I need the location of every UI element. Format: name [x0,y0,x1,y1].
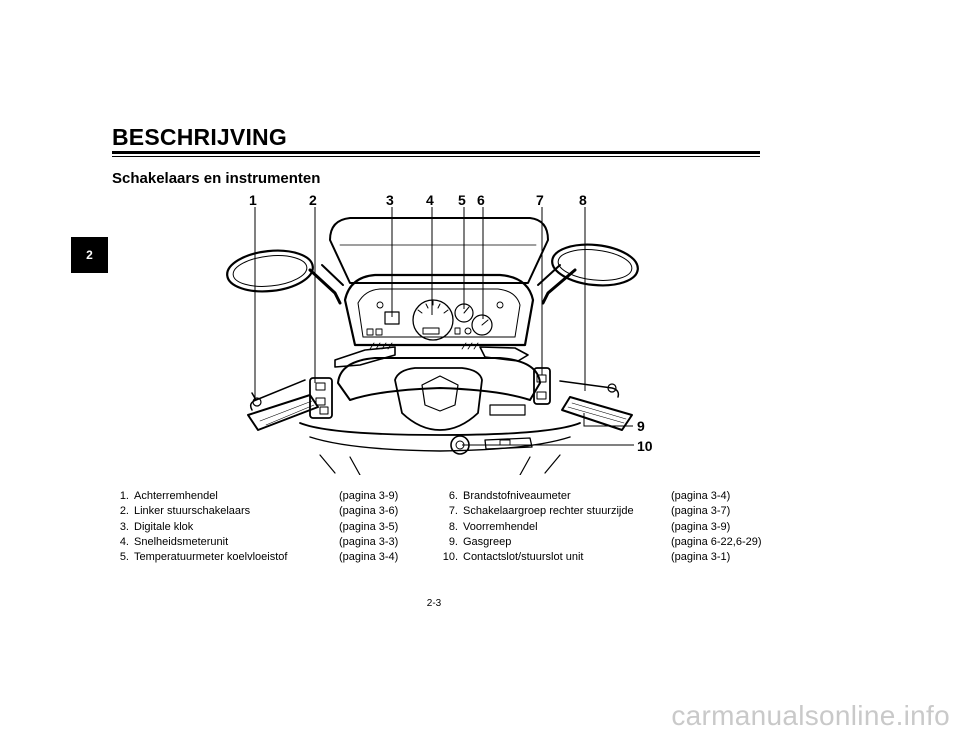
left-mirror [226,249,314,293]
callout-8: 8 [579,192,587,208]
windshield [329,217,549,284]
legend-label: Voorremhendel [463,520,538,533]
page-number: 2-3 [426,598,442,609]
legend-number: 1. [119,490,129,502]
legend-item: 3. Digitale klok (pagina 3-5) [113,520,419,535]
right-mirror [551,243,639,287]
page-title: BESCHRIJVING [112,124,287,150]
legend-label: Snelheidsmeterunit [134,535,229,548]
handlebar-body [337,357,541,401]
callout-7: 7 [536,192,544,208]
watermark: carmanualsonline.info [671,700,950,731]
legend-item: 7. Schakelaargroep rechter stuurzijde (pag… [436,504,771,519]
callout-9: 9 [637,418,645,434]
instrument-cluster [343,273,535,347]
callout-10: 10 [637,438,653,454]
callout-6: 6 [477,192,485,208]
legend-number: 3. [119,520,129,533]
callout-4: 4 [426,192,434,208]
legend-page-ref: (pagina 3-5) [339,520,399,533]
legend-label: Brandstofniveaumeter [463,490,571,502]
legend-page-ref: (pagina 3-6) [339,505,399,518]
legend-item: 9. Gasgreep (pagina 6-22,6-29) [436,535,771,550]
legend-item: 1. Achterremhendel (pagina 3-9) [113,489,419,504]
legend-item: 2. Linker stuurschakelaars (pagina 3-6) [113,504,419,519]
callout-1: 1 [249,192,257,208]
title-rule-thin [112,156,760,157]
legend-item: 10. Contactslot/stuurslot unit (pagina 3-1… [436,550,771,565]
callout-2: 2 [309,192,317,208]
legend-label: Contactslot/stuurslot unit [463,551,584,564]
legend-page-ref: (pagina 6-22,6-29) [671,535,762,548]
title-rule-thick [112,151,760,154]
legend-number: 4. [119,535,129,548]
legend-item: 5. Temperatuurmeter koelvloeistof (pagina … [113,550,419,565]
legend-page-ref: (pagina 3-7) [671,505,731,518]
legend-label: Digitale klok [134,520,194,533]
legend-number: 10. [442,551,458,564]
legend-page-ref: (pagina 3-4) [671,490,731,502]
legend-right: 6. Brandstofniveaumeter (pagina 3-4) 7. Sch… [436,489,771,565]
legend-label: Gasgreep [463,535,512,548]
legend-label: Linker stuurschakelaars [134,505,251,518]
legend-left: 1. Achterremhendel (pagina 3-9) 2. Linker s… [113,489,419,565]
legend-number: 7. [448,505,458,518]
section-title: Schakelaars en instrumenten [112,170,321,187]
legend-number: 6. [448,490,458,502]
legend-page-ref: (pagina 3-3) [339,535,399,548]
legend-page-ref: (pagina 3-9) [671,520,731,533]
legend-number: 9. [448,535,458,548]
legend-page-ref: (pagina 3-1) [671,551,731,564]
legend-number: 8. [448,520,458,533]
legend-item: 8. Voorremhendel (pagina 3-9) [436,520,771,535]
callout-3: 3 [386,192,394,208]
legend-label: Temperatuurmeter koelvloeistof [134,551,288,564]
legend-number: 5. [119,551,129,564]
chapter-tab: 2 [71,237,108,273]
callout-5: 5 [458,192,466,208]
legend-label: Schakelaargroep rechter stuurzijde [463,505,634,518]
legend-item: 4. Snelheidsmeterunit (pagina 3-3) [113,535,419,550]
handlebar-illustration: 1 2 3 4 5 6 7 8 9 10 [226,192,653,475]
left-grip [247,394,319,431]
legend-item: 6. Brandstofniveaumeter (pagina 3-4) [436,489,771,504]
legend-page-ref: (pagina 3-9) [339,490,399,502]
legend-page-ref: (pagina 3-4) [339,551,399,564]
legend-number: 2. [119,505,129,518]
right-grip [561,396,633,431]
legend-label: Achterremhendel [134,490,218,502]
